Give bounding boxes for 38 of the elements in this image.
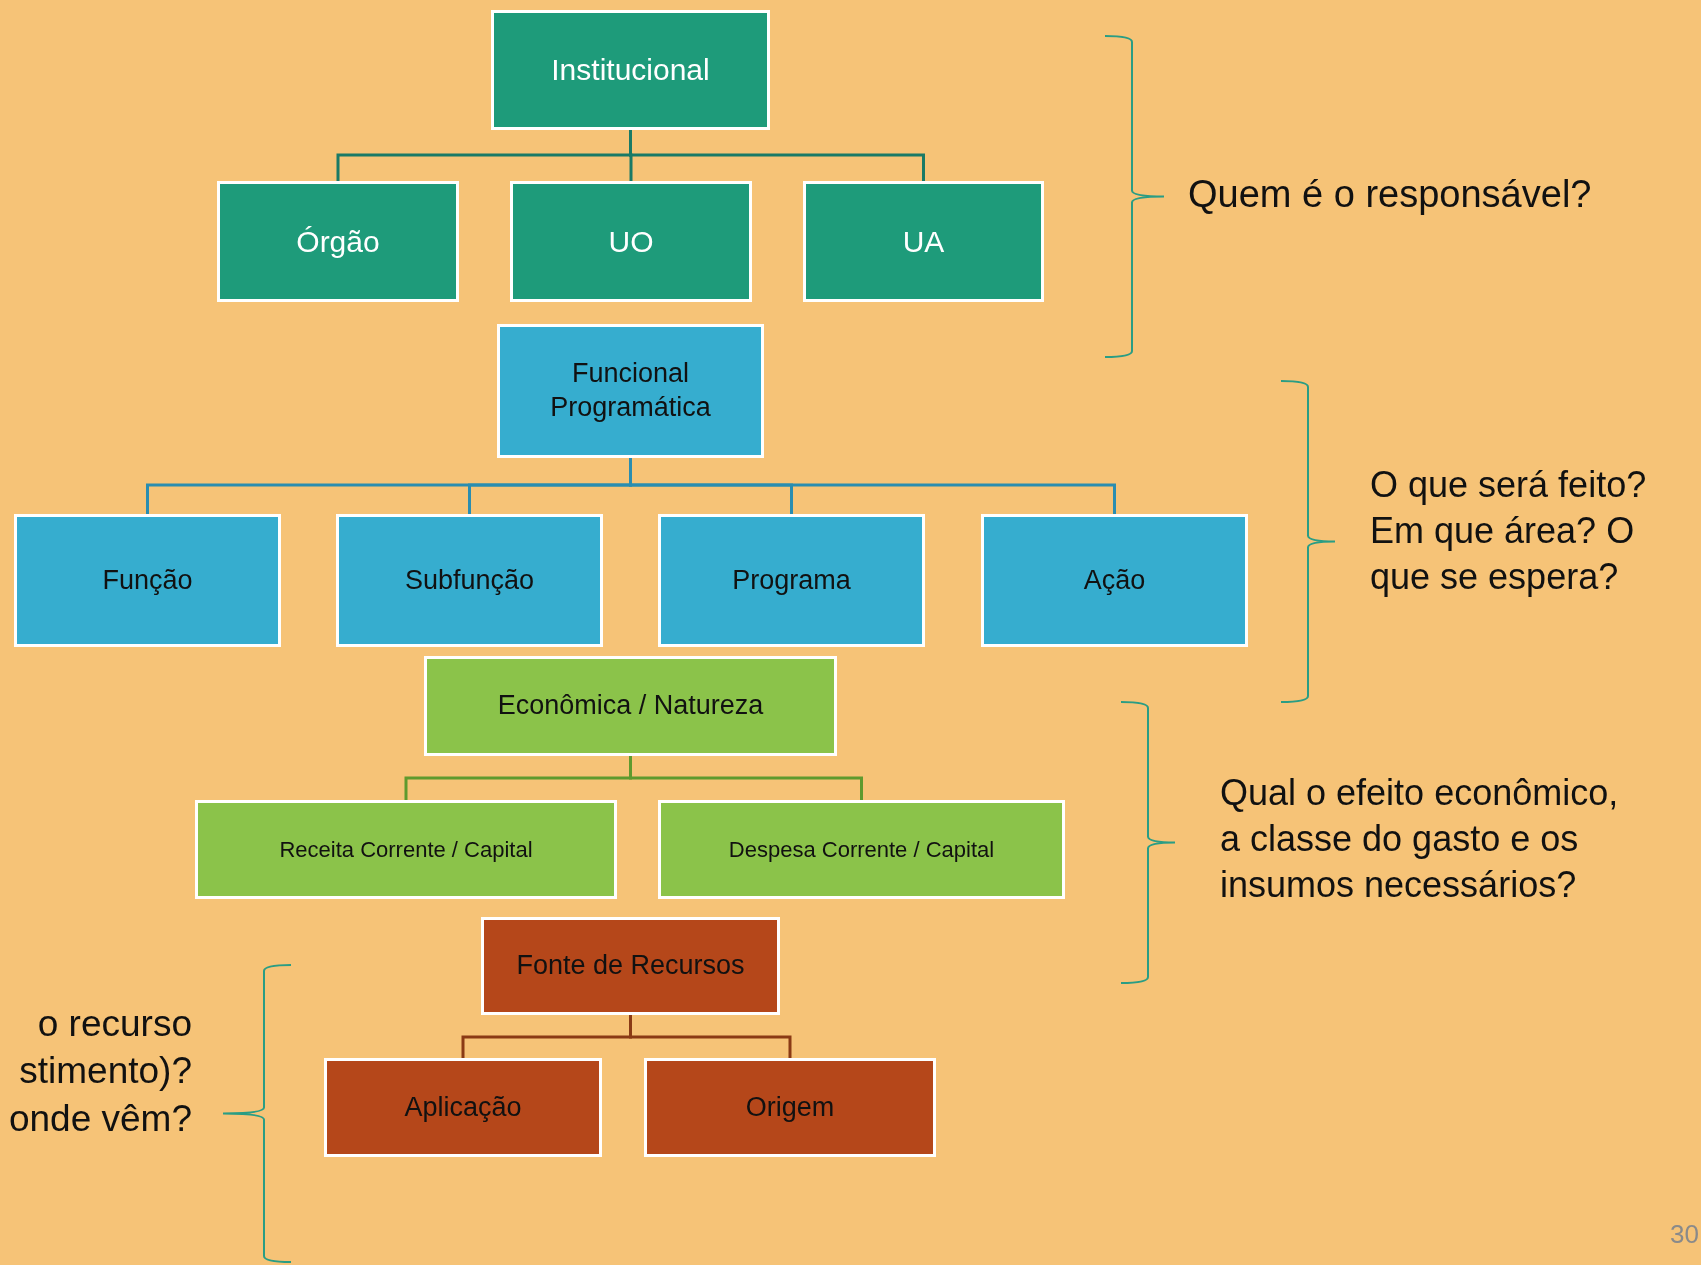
box-label: Econômica / Natureza [497,689,764,723]
category-box [510,181,752,302]
category-box [658,514,925,647]
box-label: Subfunção [404,563,535,597]
connector-line [629,130,925,181]
category-box [658,800,1065,899]
connector-line [629,1015,792,1058]
category-box [195,800,617,899]
box-label: Função [102,563,193,597]
category-box [644,1058,936,1157]
question-text: o recurso stimento)? onde vêm? [7,1002,192,1141]
box-label: UO [608,223,654,260]
category-box [491,10,770,130]
category-box [424,656,837,756]
box-label: Ação [1083,563,1146,597]
category-box [803,181,1044,302]
category-box [217,181,459,302]
category-box [981,514,1248,647]
box-label: Programa [732,563,851,597]
category-box [481,917,780,1015]
box-label: Órgão [296,223,380,260]
connector-line [629,756,863,800]
box-label: Institucional [551,52,710,89]
box-label: Origem [745,1090,835,1124]
category-box [324,1058,602,1157]
page-number: 30 [1670,1218,1700,1251]
question-text: Quem é o responsável? [1188,172,1593,217]
box-label: UA [902,223,945,260]
box-label: Despesa Corrente / Capital [728,835,995,864]
box-label: Fonte de Recursos [516,949,745,983]
box-label: Receita Corrente / Capital [279,835,533,864]
category-box [14,514,281,647]
question-text: O que será feito? Em que área? O que se espera? [1370,463,1648,600]
question-text: Qual o efeito econômico, a classe do gasto e os insumos necessários? [1220,771,1620,908]
category-box [336,514,603,647]
box-label: Funcional Programática [549,357,712,424]
category-box [497,324,764,458]
box-label: Aplicação [404,1090,522,1124]
